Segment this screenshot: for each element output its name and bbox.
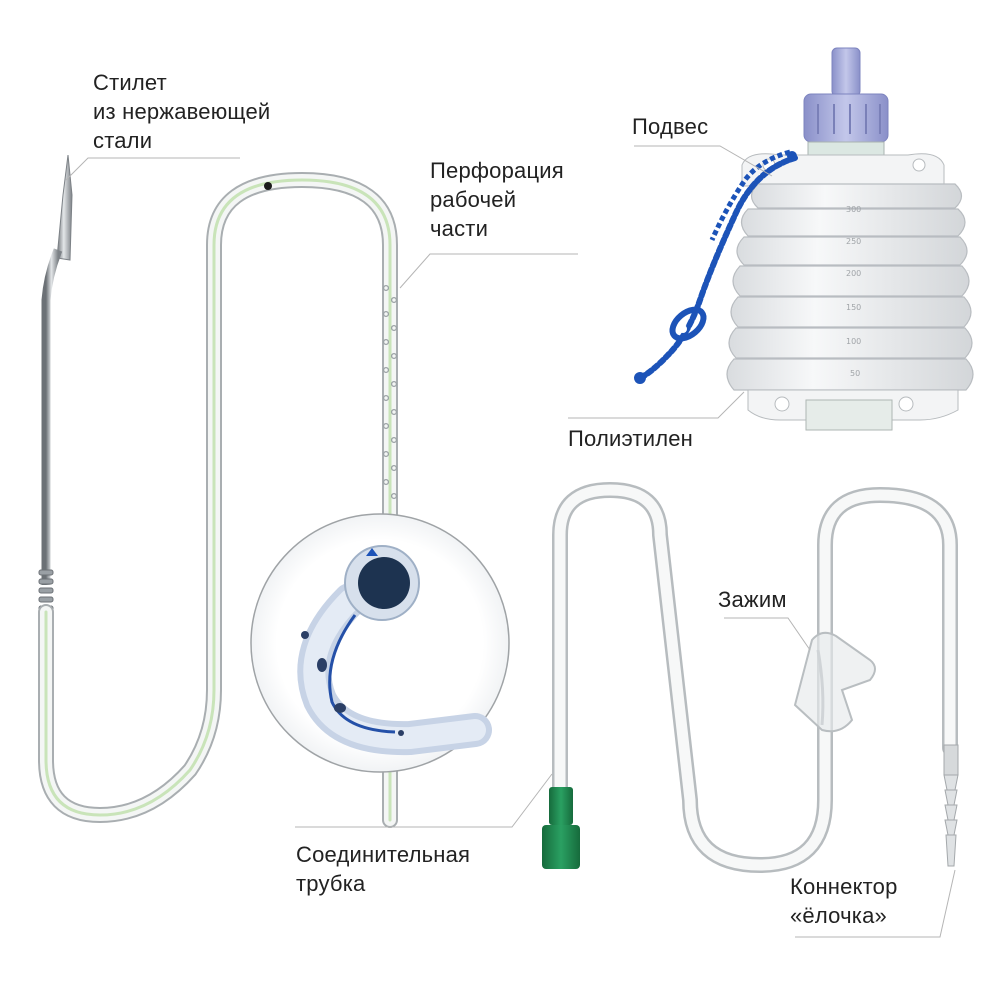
label-polyethylene: Полиэтилен (568, 426, 694, 451)
bellows-volume-scale: 300 250 200 150 100 50 (846, 205, 861, 378)
scale-mark: 300 (846, 205, 861, 214)
hanger-strap-icon (634, 149, 798, 384)
label-clamp: Зажим (718, 587, 787, 612)
label-connecting-tube: Соединительная трубка (296, 842, 471, 896)
scale-mark: 100 (846, 337, 861, 346)
label-hanger: Подвес (632, 114, 709, 139)
scale-mark: 150 (846, 303, 861, 312)
scale-mark: 250 (846, 237, 861, 246)
label-perforation: Перфорация рабочей части (430, 158, 564, 241)
luer-connector-icon (542, 787, 580, 869)
leader-lines (65, 145, 956, 938)
stylet-needle-icon (38, 154, 73, 612)
connecting-tube-icon (552, 481, 958, 874)
label-stylet: Стилет из нержавеющей стали (93, 70, 271, 153)
herringbone-connector-icon (943, 744, 959, 867)
magnified-catheter-tip (250, 513, 510, 773)
clamp-icon (793, 631, 876, 733)
scale-mark: 50 (850, 369, 860, 378)
drainage-bellows-icon (726, 47, 974, 431)
label-connector: Коннектор «ёлочка» (790, 874, 898, 928)
drain-catheter-icon (38, 171, 398, 828)
scale-mark: 200 (846, 269, 861, 278)
